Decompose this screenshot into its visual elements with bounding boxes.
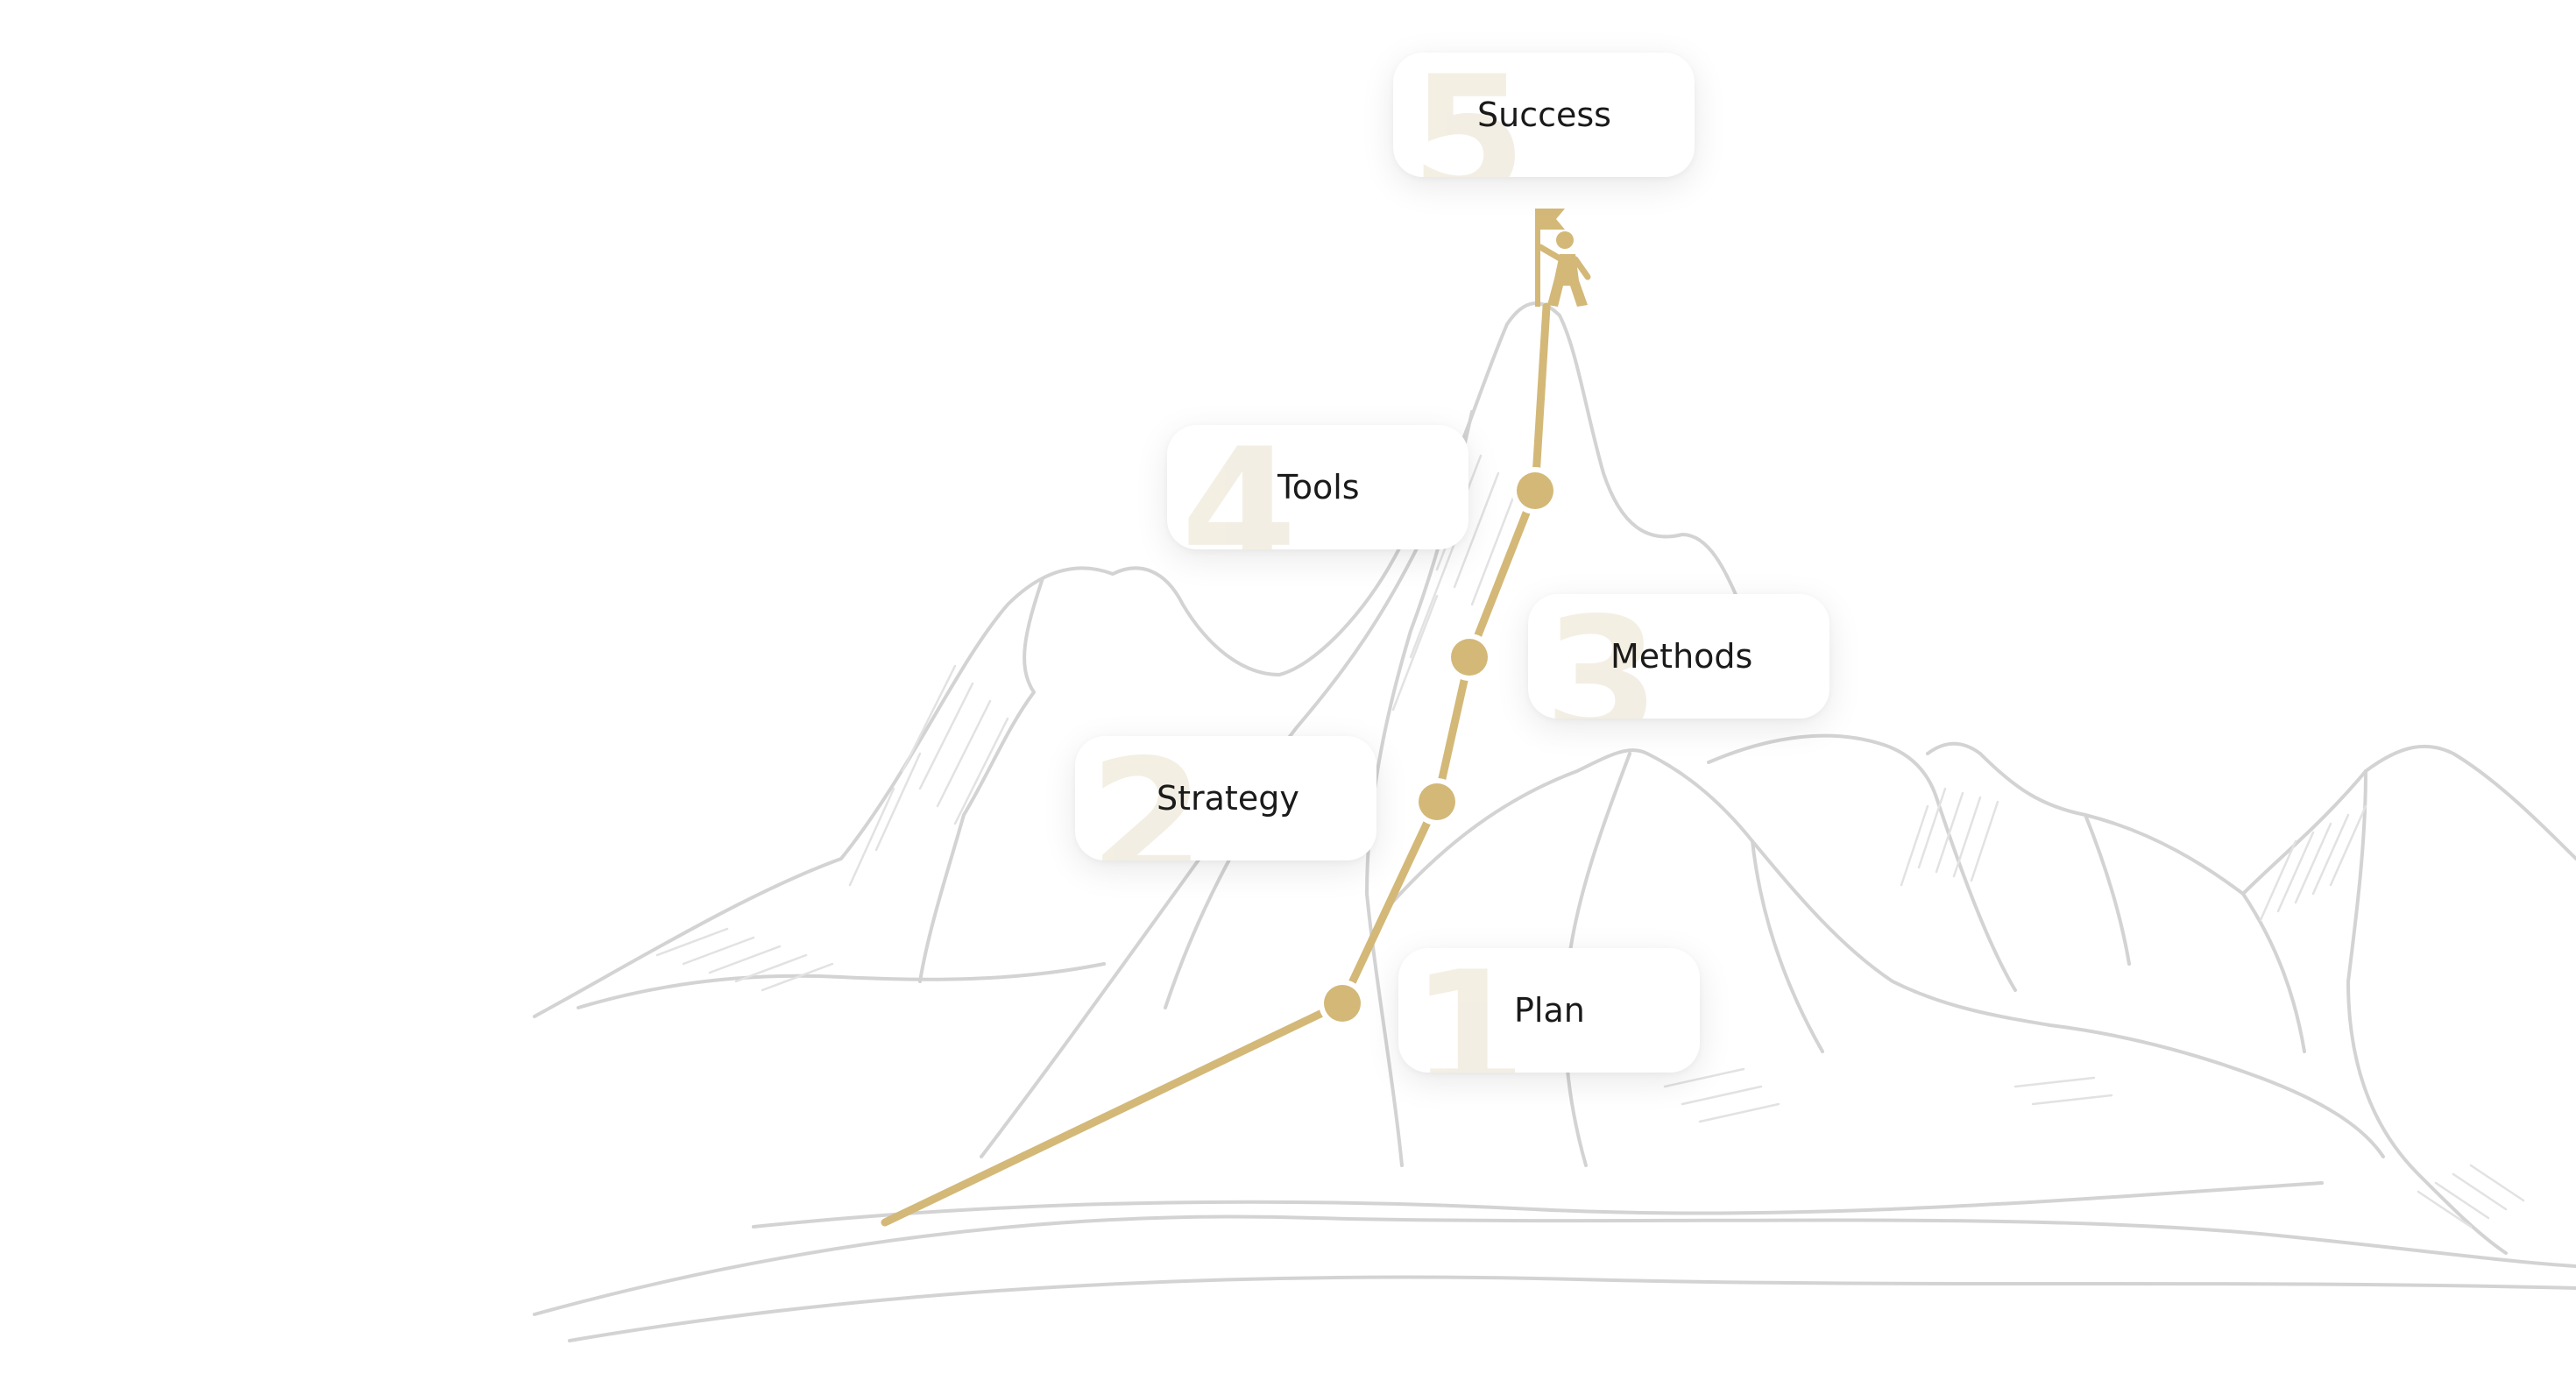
central-peak-ridge bbox=[1365, 892, 1404, 1167]
right-mountain-outline bbox=[1707, 733, 2017, 992]
shading-hatch bbox=[848, 664, 1009, 887]
shading-hatch bbox=[2417, 1164, 2525, 1229]
climbing-path-line bbox=[881, 302, 1551, 1227]
shading-hatch bbox=[1663, 1067, 2113, 1123]
shading-hatch bbox=[1900, 787, 1999, 887]
step-label: Plan bbox=[1514, 991, 1585, 1030]
step-card-strategy: 2 Strategy bbox=[1075, 736, 1376, 860]
front-mountain-outline bbox=[1383, 748, 2385, 1158]
step-card-success: 5 Success bbox=[1393, 53, 1695, 177]
right-mountain-ridge bbox=[2346, 769, 2508, 1255]
step-label: Tools bbox=[1277, 468, 1360, 506]
shading-hatch bbox=[2259, 804, 2367, 922]
step-number: 3 bbox=[1544, 594, 1660, 719]
climber-with-flag-icon bbox=[1535, 209, 1591, 307]
milestone-dot-2 bbox=[1413, 778, 1461, 825]
step-card-plan: 1 Plan bbox=[1398, 948, 1700, 1073]
step-number: 2 bbox=[1089, 736, 1205, 861]
step-number: 4 bbox=[1181, 425, 1297, 550]
front-mountain-ridge bbox=[1751, 839, 1824, 1053]
ground-line bbox=[568, 1275, 2576, 1342]
step-card-tools: 4 Tools bbox=[1167, 425, 1468, 549]
ground-line bbox=[533, 1214, 2576, 1316]
step-label: Methods bbox=[1610, 637, 1753, 676]
milestone-dot-1 bbox=[1319, 980, 1366, 1027]
step-number: 1 bbox=[1411, 948, 1526, 1073]
step-label: Strategy bbox=[1157, 779, 1299, 818]
right-mountain-outline bbox=[1926, 741, 2576, 896]
left-mountain-outline bbox=[533, 542, 1404, 1018]
left-mountain-ridge bbox=[918, 577, 1044, 983]
step-label: Success bbox=[1477, 96, 1611, 134]
shading-hatch bbox=[655, 927, 834, 992]
right-mountain-ridge bbox=[2241, 892, 2306, 1053]
milestone-dot-3 bbox=[1446, 634, 1493, 681]
left-mountain-ridge bbox=[577, 962, 1106, 1009]
ground-line bbox=[752, 1181, 2324, 1229]
step-number: 5 bbox=[1411, 53, 1526, 178]
step-card-methods: 3 Methods bbox=[1528, 594, 1829, 719]
right-mountain-ridge bbox=[2084, 813, 2131, 966]
milestone-dot-4 bbox=[1511, 467, 1559, 514]
